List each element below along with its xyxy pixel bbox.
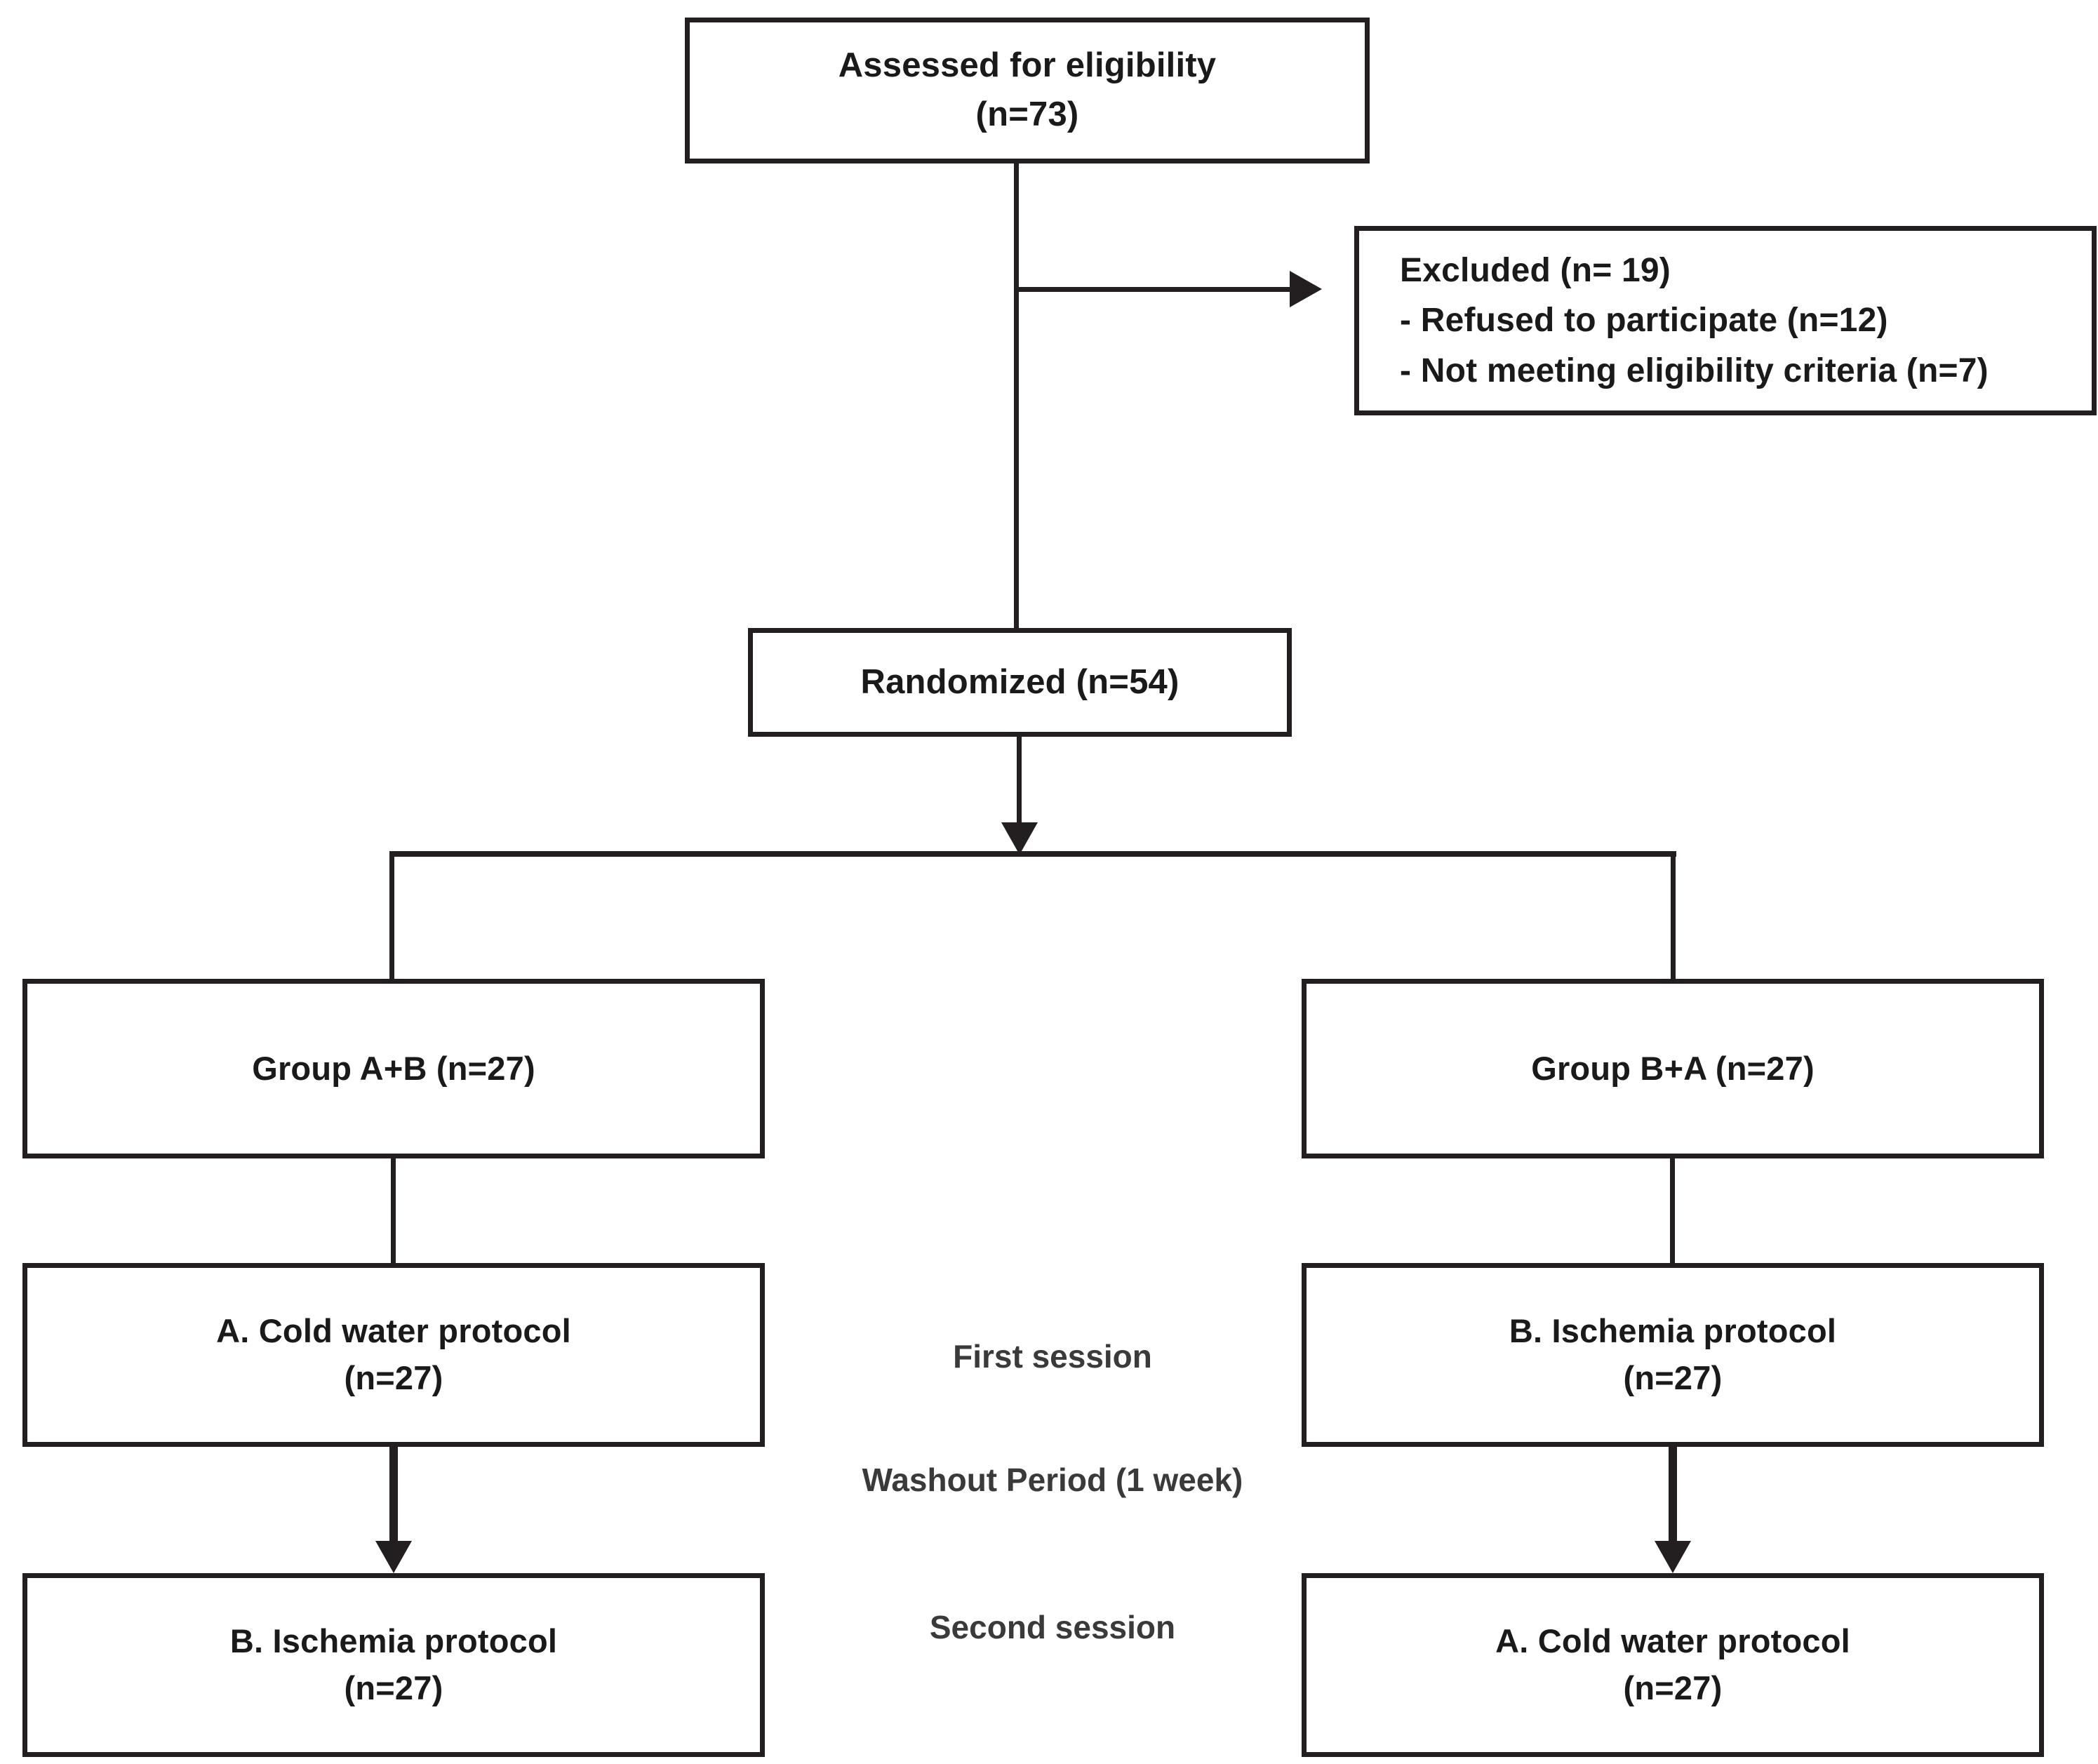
connector-group-ba-to-first-session	[1670, 1158, 1675, 1264]
label-second-session: Second session	[807, 1604, 1298, 1651]
connector-eligibility-to-randomized	[1014, 163, 1019, 629]
node-line: Excluded (n= 19)	[1400, 252, 1671, 290]
node-group-b-plus-a: Group B+A (n=27)	[1302, 979, 2044, 1158]
node-line: (n=27)	[344, 1669, 443, 1706]
node-line: (n=27)	[344, 1359, 443, 1396]
connector-right-first-to-second-session	[1669, 1447, 1677, 1545]
node-line: - Not meeting eligibility criteria (n=7)	[1400, 352, 1989, 389]
arrowhead-down-icon	[1001, 822, 1038, 855]
arrowhead-down-icon	[1655, 1541, 1691, 1573]
node-group-a-plus-b: Group A+B (n=27)	[22, 979, 765, 1158]
session-label-text: Second session	[929, 1609, 1176, 1645]
connector-left-first-to-second-session	[389, 1447, 398, 1545]
node-line: Assessed for eligibility	[838, 46, 1217, 85]
arrowhead-down-icon	[375, 1541, 412, 1573]
node-line: (n=27)	[1623, 1359, 1723, 1396]
node-left-second-session-ischemia: B. Ischemia protocol (n=27)	[22, 1573, 765, 1757]
node-randomized: Randomized (n=54)	[748, 628, 1292, 737]
node-line: (n=27)	[1623, 1669, 1723, 1706]
arrowhead-right-icon	[1290, 271, 1322, 307]
node-assessed-for-eligibility: Assessed for eligibility (n=73)	[685, 18, 1370, 163]
node-line: (n=73)	[975, 95, 1079, 133]
node-right-second-session-cold-water: A. Cold water protocol (n=27)	[1302, 1573, 2044, 1757]
connector-split-to-group-ba	[1671, 851, 1676, 982]
session-label-text: Washout Period	[862, 1462, 1107, 1498]
node-line: Group B+A (n=27)	[1531, 1049, 1815, 1087]
session-label-text: (1 week)	[1115, 1462, 1243, 1498]
label-first-session: First session	[807, 1333, 1298, 1380]
connector-to-excluded	[1017, 287, 1291, 292]
node-excluded: Excluded (n= 19) - Refused to participat…	[1354, 226, 2097, 415]
node-left-first-session-cold-water: A. Cold water protocol (n=27)	[22, 1263, 765, 1447]
node-line: - Refused to participate (n=12)	[1400, 302, 1888, 340]
node-line: A. Cold water protocol	[1495, 1622, 1850, 1660]
connector-group-ab-to-first-session	[391, 1158, 396, 1264]
node-line: A. Cold water protocol	[216, 1312, 571, 1350]
connector-split-bar	[389, 851, 1676, 857]
node-right-first-session-ischemia: B. Ischemia protocol (n=27)	[1302, 1263, 2044, 1447]
label-washout-period: Washout Period (1 week)	[807, 1457, 1298, 1504]
session-label-text: First session	[953, 1338, 1152, 1375]
connector-randomized-to-split	[1017, 737, 1022, 827]
node-line: B. Ischemia protocol	[229, 1622, 558, 1660]
node-line: B. Ischemia protocol	[1509, 1312, 1837, 1350]
node-line: Group A+B (n=27)	[252, 1049, 535, 1087]
connector-split-to-group-ab	[389, 851, 394, 982]
node-line: Randomized (n=54)	[860, 662, 1180, 701]
